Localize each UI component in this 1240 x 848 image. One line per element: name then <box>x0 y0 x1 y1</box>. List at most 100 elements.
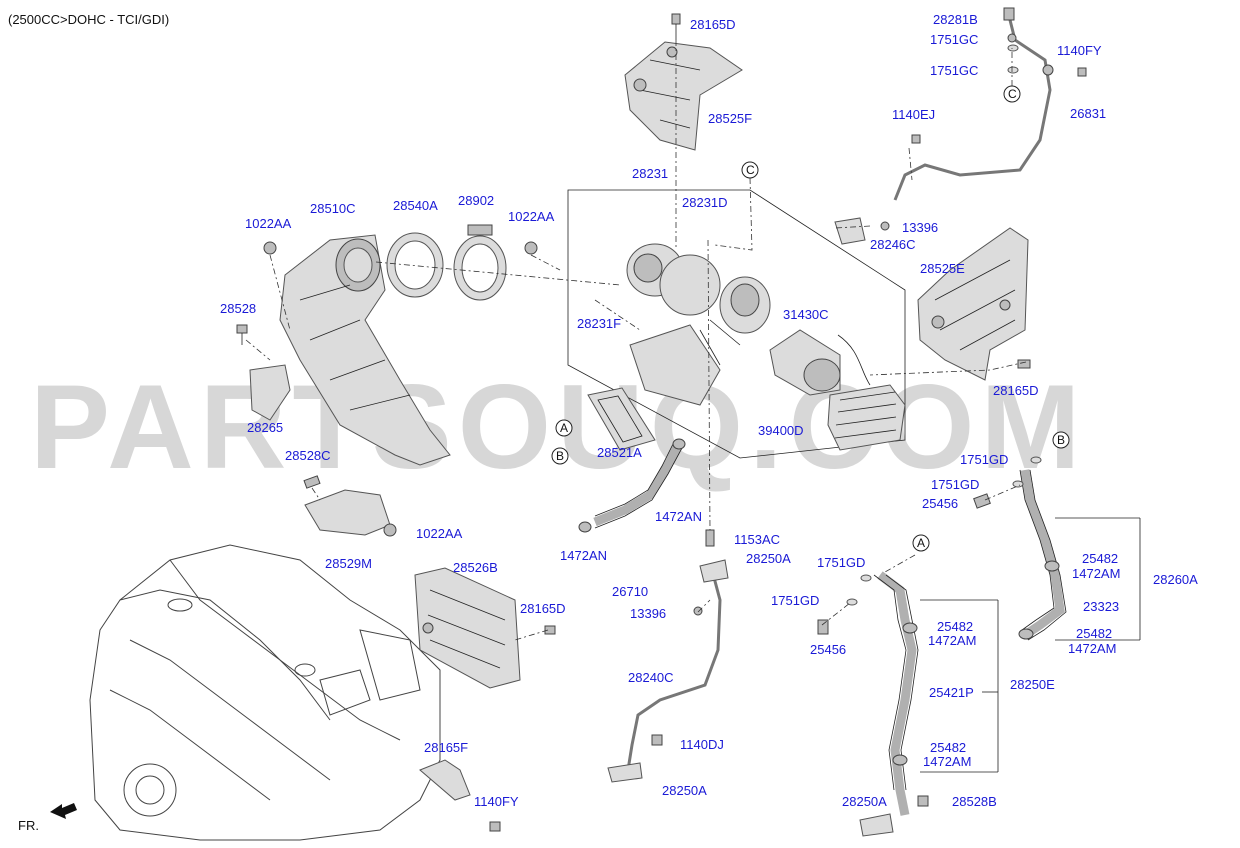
label-28260A[interactable]: 28260A <box>1153 572 1198 587</box>
clamp-1472AN-b[interactable] <box>672 438 686 450</box>
label-1751GD-d[interactable]: 1751GD <box>771 593 819 608</box>
bolt-1140FY-top[interactable] <box>1077 67 1087 77</box>
label-1022AA-top[interactable]: 1022AA <box>508 209 555 224</box>
bracket-28265[interactable] <box>249 364 291 421</box>
bolt-28165D-top[interactable] <box>671 13 681 40</box>
label-39400D[interactable]: 39400D <box>758 423 804 438</box>
washer-1751GD-a[interactable] <box>1030 456 1042 464</box>
label-25482-a[interactable]: 25482 <box>1082 551 1118 566</box>
label-25421P[interactable]: 25421P <box>929 685 974 700</box>
washer-13396-mid[interactable] <box>693 606 703 616</box>
label-1140FY-bottom[interactable]: 1140FY <box>474 794 519 809</box>
label-28231F[interactable]: 28231F <box>577 316 621 331</box>
label-28231D[interactable]: 28231D <box>682 195 728 210</box>
gasket-28250A-right[interactable] <box>859 813 894 837</box>
washer-1751GC-a[interactable] <box>1007 44 1019 52</box>
clamp-28902[interactable] <box>453 224 507 301</box>
label-28231[interactable]: 28231 <box>632 166 668 181</box>
bolt-1140DJ[interactable] <box>651 734 663 746</box>
heat-protector-28526B[interactable] <box>414 567 521 689</box>
washer-1751GD-c[interactable] <box>860 574 872 582</box>
catalytic-converter-28510C[interactable] <box>279 234 451 466</box>
label-1472AN-a[interactable]: 1472AN <box>560 548 607 563</box>
water-hose-28250E[interactable] <box>873 571 919 816</box>
label-1153AC[interactable]: 1153AC <box>734 532 780 547</box>
gasket-28246C[interactable] <box>834 217 866 245</box>
label-28281B[interactable]: 28281B <box>933 12 978 27</box>
label-1472AM-c[interactable]: 1472AM <box>928 633 976 648</box>
label-1751GC-b[interactable]: 1751GC <box>930 63 978 78</box>
bolt-28528C[interactable] <box>303 475 321 489</box>
bolt-1140FY-bottom[interactable] <box>489 821 501 832</box>
bolt-28528B[interactable] <box>917 795 929 807</box>
label-28529M[interactable]: 28529M <box>325 556 372 571</box>
label-1751GD-a[interactable]: 1751GD <box>960 452 1008 467</box>
label-28528[interactable]: 28528 <box>220 301 256 316</box>
actuator-39400D[interactable] <box>827 384 906 451</box>
bracket-28165F[interactable] <box>419 759 471 801</box>
label-28165F[interactable]: 28165F <box>424 740 468 755</box>
label-1472AN-b[interactable]: 1472AN <box>655 509 702 524</box>
label-23323[interactable]: 23323 <box>1083 599 1119 614</box>
label-31430C[interactable]: 31430C <box>783 307 829 322</box>
label-1751GD-c[interactable]: 1751GD <box>817 555 865 570</box>
label-1140EJ[interactable]: 1140EJ <box>892 107 935 122</box>
label-28250A-bottom[interactable]: 28250A <box>662 783 707 798</box>
label-28525F[interactable]: 28525F <box>708 111 752 126</box>
washer-1751GD-d[interactable] <box>846 598 858 606</box>
clamp-25482-b[interactable] <box>1018 628 1034 640</box>
label-1022AA-bottom[interactable]: 1022AA <box>416 526 463 541</box>
gasket-28250A-mid[interactable] <box>699 559 729 583</box>
label-28265[interactable]: 28265 <box>247 420 283 435</box>
nut-1022AA-top[interactable] <box>524 241 538 255</box>
clamp-1472AN-a[interactable] <box>578 521 592 533</box>
gasket-28521A[interactable] <box>587 387 656 451</box>
label-28165D-top[interactable]: 28165D <box>690 17 736 32</box>
label-28528B[interactable]: 28528B <box>952 794 997 809</box>
bolt-28165D-right[interactable] <box>1017 359 1031 369</box>
label-1751GD-b[interactable]: 1751GD <box>931 477 979 492</box>
label-13396-top[interactable]: 13396 <box>902 220 938 235</box>
label-28521A[interactable]: 28521A <box>597 445 642 460</box>
bolt-25456-mid[interactable] <box>817 619 829 635</box>
bolt-28528[interactable] <box>236 324 248 345</box>
bolt-25456-right[interactable] <box>973 493 991 509</box>
heat-shield-28525F[interactable] <box>624 41 743 151</box>
heat-shield-28525E[interactable] <box>917 227 1029 381</box>
label-28250A-right[interactable]: 28250A <box>842 794 887 809</box>
label-28525E[interactable]: 28525E <box>920 261 965 276</box>
label-26831[interactable]: 26831 <box>1070 106 1106 121</box>
label-28540A[interactable]: 28540A <box>393 198 438 213</box>
washer-1751GC-b[interactable] <box>1007 66 1019 74</box>
nut-1022AA-bottom[interactable] <box>383 523 397 537</box>
label-25456-right[interactable]: 25456 <box>922 496 958 511</box>
clamp-25482-d[interactable] <box>892 754 908 766</box>
washer-13396-top[interactable] <box>880 221 890 231</box>
turbocharger-28231[interactable] <box>626 243 771 406</box>
label-28246C[interactable]: 28246C <box>870 237 916 252</box>
clamp-25482-c[interactable] <box>902 622 918 634</box>
eye-bolt-28281B[interactable] <box>1003 7 1015 21</box>
label-28902[interactable]: 28902 <box>458 193 494 208</box>
water-hose-26710[interactable] <box>593 441 683 529</box>
label-28240C[interactable]: 28240C <box>628 670 674 685</box>
label-1140DJ[interactable]: 1140DJ <box>680 737 724 752</box>
label-1140FY-top[interactable]: 1140FY <box>1057 43 1102 58</box>
outlet-pipe-31430C[interactable] <box>769 329 871 396</box>
label-1022AA-left[interactable]: 1022AA <box>245 216 292 231</box>
label-28250A-mid[interactable]: 28250A <box>746 551 791 566</box>
oil-feed-tube-26831[interactable] <box>893 19 1054 201</box>
label-25482-b[interactable]: 25482 <box>1076 626 1112 641</box>
label-28526B[interactable]: 28526B <box>453 560 498 575</box>
clamp-25482-a[interactable] <box>1044 560 1060 572</box>
label-26710[interactable]: 26710 <box>612 584 648 599</box>
bolt-28165D-mid[interactable] <box>544 625 556 635</box>
label-25456-mid[interactable]: 25456 <box>810 642 846 657</box>
label-28165D-right[interactable]: 28165D <box>993 383 1039 398</box>
label-1472AM-d[interactable]: 1472AM <box>923 754 971 769</box>
label-1472AM-a[interactable]: 1472AM <box>1072 566 1120 581</box>
bolt-1140EJ[interactable] <box>911 134 921 144</box>
label-25482-c[interactable]: 25482 <box>937 619 973 634</box>
label-28510C[interactable]: 28510C <box>310 201 356 216</box>
label-28528C[interactable]: 28528C <box>285 448 331 463</box>
